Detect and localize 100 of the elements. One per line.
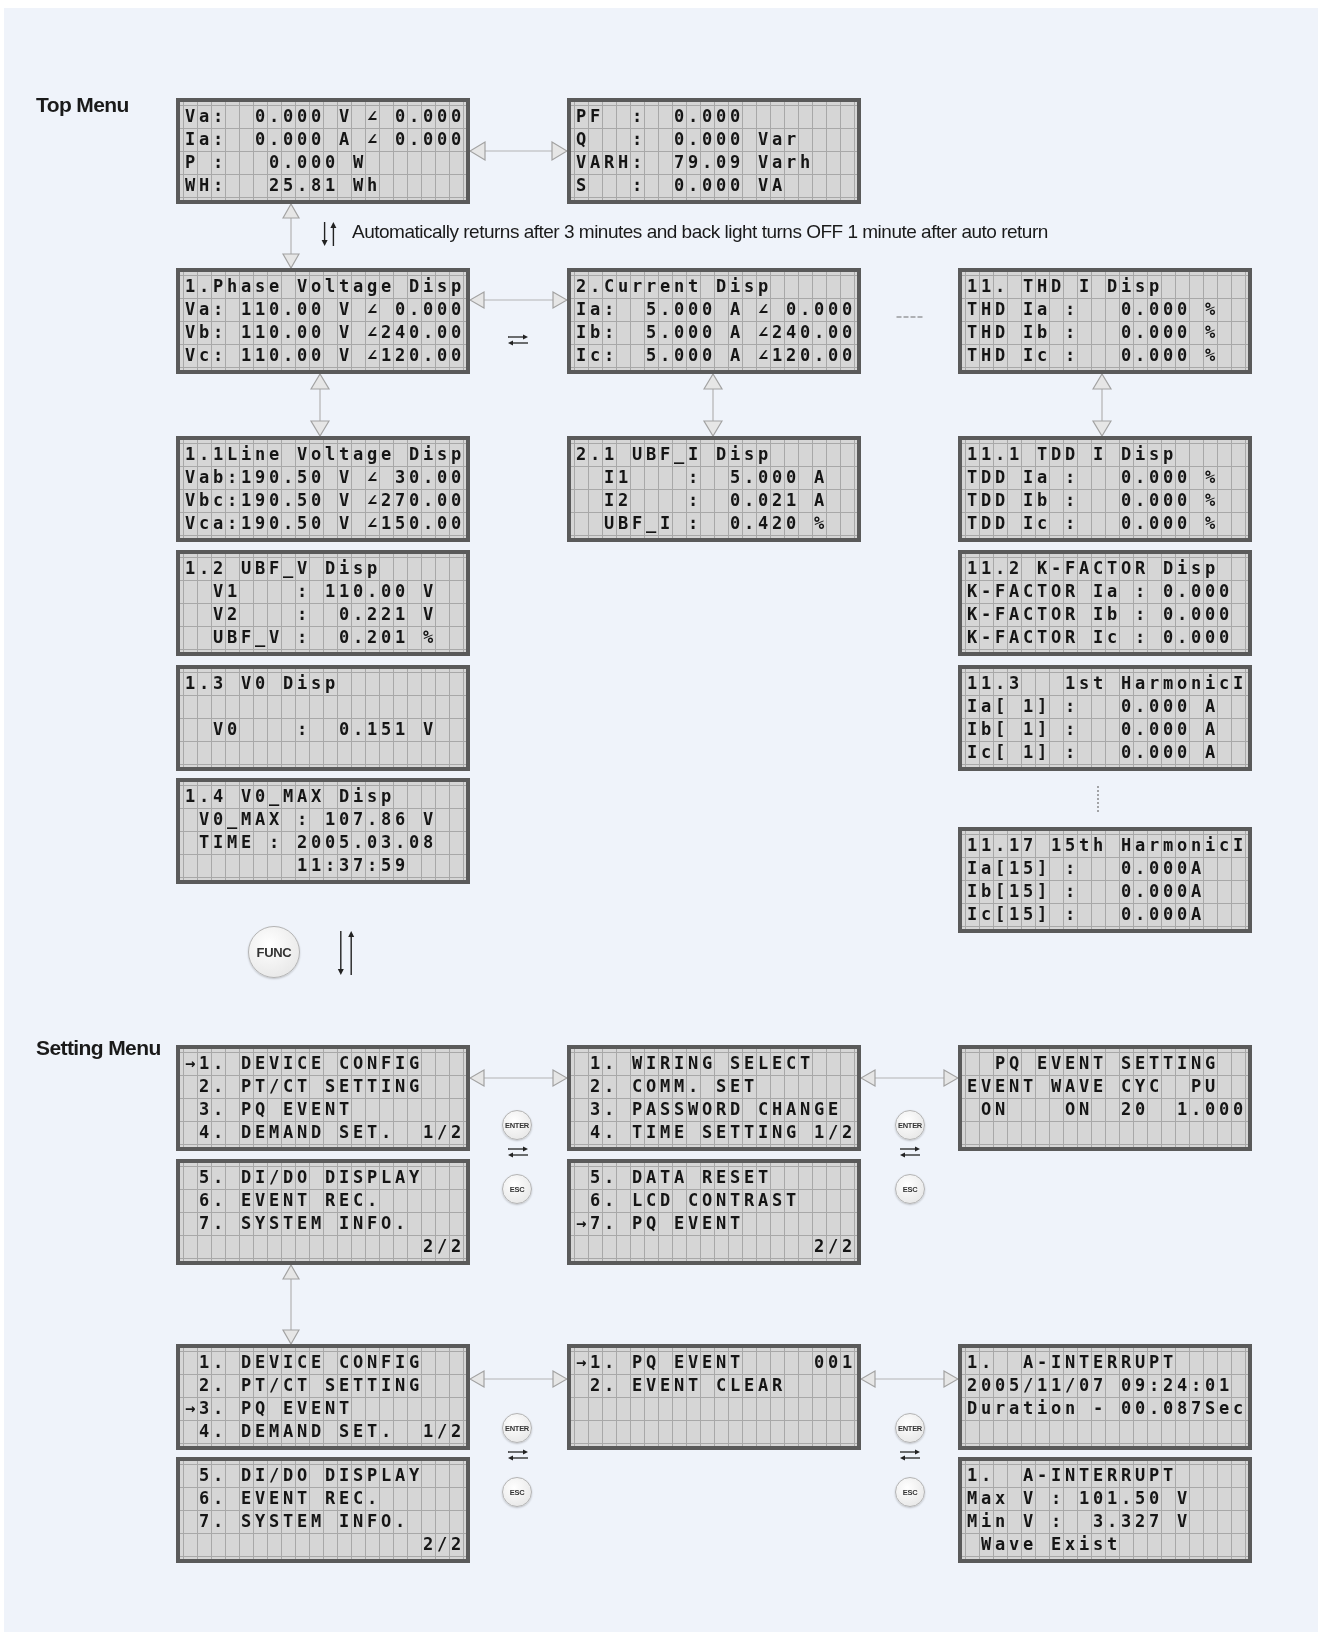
lcd-text-line: VARH: 79.09 Varh <box>576 151 814 174</box>
section-title: Setting Menu <box>36 1036 161 1060</box>
lcd-screen <box>176 1045 470 1151</box>
lcd-screen <box>176 550 470 656</box>
lcd-text-line: Vc: 110.00 V ∠120.00 <box>185 344 466 367</box>
lcd-text-line: 2. COMM. SET <box>589 1075 758 1098</box>
lcd-text-line: ON ON 20 1.000 <box>980 1098 1248 1121</box>
lcd-text-line: EVENT WAVE CYC PU <box>967 1075 1219 1098</box>
lcd-text-line: P : 0.000 W <box>185 151 367 174</box>
navigation-arrow <box>860 1370 959 1388</box>
lcd-text-line: PQ EVENT SETTING <box>994 1052 1219 1075</box>
lcd-text-line: 2. EVENT CLEAR <box>589 1374 786 1397</box>
lcd-text-line: 2.Current Disp <box>576 275 772 298</box>
lcd-text-line: 7. SYSTEM INFO. <box>198 1510 409 1533</box>
lcd-text-line: TDD Ic : 0.000 % <box>967 512 1219 535</box>
lcd-text-line: 11.2 K-FACTOR Disp <box>967 557 1219 580</box>
lcd-screen <box>567 1159 861 1265</box>
note-text: Automatically returns after 3 minutes and back light turns OFF 1 minute after auto return <box>352 221 1048 243</box>
lcd-text-line: 2005/11/07 09:24:01 <box>967 1374 1234 1397</box>
lcd-text-line: THD Ic : 0.000 % <box>967 344 1219 367</box>
lcd-screen <box>958 827 1252 933</box>
lcd-screen <box>958 1045 1252 1151</box>
lcd-text-line: THD Ib : 0.000 % <box>967 321 1219 344</box>
lcd-text-line: PF : 0.000 <box>576 105 744 128</box>
navigation-arrow <box>310 373 330 437</box>
lcd-screen <box>958 1457 1252 1563</box>
lcd-text-line: I2 : 0.021 A <box>603 489 828 512</box>
lcd-text-line: Ia: 0.000 A ∠ 0.000 <box>185 128 466 151</box>
lcd-text-line: Wave Exist <box>980 1533 1121 1556</box>
navigation-arrow <box>469 141 568 161</box>
lcd-screen <box>176 778 470 884</box>
section-title: Top Menu <box>36 93 129 117</box>
lcd-text-line: I1 : 5.000 A <box>603 466 828 489</box>
lcd-text-line: V1 : 110.00 V <box>212 580 437 603</box>
lcd-text-line: 11:37:59 <box>296 854 409 877</box>
lcd-text-line: 1. WIRING SELECT <box>589 1052 814 1075</box>
lcd-screen <box>176 1344 470 1450</box>
lcd-text-line: Q : 0.000 Var <box>576 128 800 151</box>
lcd-screen <box>958 268 1252 374</box>
lcd-text-line: 2. PT/CT SETTING <box>198 1075 423 1098</box>
lcd-screen <box>176 665 470 771</box>
lcd-screen <box>567 1344 861 1450</box>
navigation-arrow <box>469 1069 568 1087</box>
lcd-screen <box>176 98 470 204</box>
lcd-text-line: 1.4 V0_MAX Disp <box>185 785 395 808</box>
lcd-screen <box>176 1457 470 1563</box>
lcd-text-line: Ic: 5.000 A ∠120.00 <box>576 344 857 367</box>
lcd-text-line: 11.3 1st HarmonicI <box>967 672 1248 695</box>
lcd-text-line: Va: 110.00 V ∠ 0.000 <box>185 298 466 321</box>
lcd-text-line: Vca:190.50 V ∠150.00 <box>185 512 466 535</box>
lcd-text-line: UBF_I : 0.420 % <box>603 512 828 535</box>
lcd-text-line: 2. PT/CT SETTING <box>198 1374 423 1397</box>
lcd-text-line: 1.3 V0 Disp <box>185 672 339 695</box>
lcd-text-line: 5. DATA RESET <box>589 1166 772 1189</box>
lcd-text-line: 2.1 UBF_I Disp <box>576 443 772 466</box>
lcd-text-line: 1. A-INTERRUPT <box>967 1464 1177 1487</box>
lcd-text-line: 1.2 UBF_V Disp <box>185 557 381 580</box>
lcd-screen <box>958 665 1252 771</box>
lcd-text-line: Vab:190.50 V ∠ 30.00 <box>185 466 466 489</box>
navigation-arrow <box>860 1069 959 1087</box>
lcd-text-line: 1.1Line Voltage Disp <box>185 443 466 466</box>
lcd-text-line: 1. A-INTERRUPT <box>967 1351 1177 1374</box>
lcd-text-line: 11.1 TDD I Disp <box>967 443 1177 466</box>
lcd-screen <box>567 436 861 542</box>
lcd-text-line: Duration - 00.087Sec <box>967 1397 1248 1420</box>
lcd-text-line: 7. SYSTEM INFO. <box>198 1212 409 1235</box>
lcd-text-line: 1.Phase Voltage Disp <box>185 275 466 298</box>
lcd-screen <box>176 1159 470 1265</box>
navigation-arrow <box>469 1370 568 1388</box>
lcd-screen <box>567 1045 861 1151</box>
lcd-text-line: →1. DEVICE CONFIG <box>185 1052 423 1075</box>
lcd-text-line: 11.17 15th HarmonicI <box>967 834 1248 857</box>
lcd-screen <box>958 1344 1252 1450</box>
lcd-text-line: 2/2 <box>813 1235 857 1258</box>
lcd-text-line: WH: 25.81 Wh <box>185 174 381 197</box>
lcd-text-line: TDD Ia : 0.000 % <box>967 466 1219 489</box>
lcd-text-line: 5. DI/DO DISPLAY <box>198 1166 423 1189</box>
lcd-text-line: 2/2 <box>422 1235 466 1258</box>
lcd-text-line: Ib[15] : 0.000A <box>967 880 1205 903</box>
lcd-text-line: Ic[15] : 0.000A <box>967 903 1205 926</box>
lcd-text-line: 6. EVENT REC. <box>198 1487 381 1510</box>
navigation-arrow <box>1092 373 1112 437</box>
lcd-text-line: UBF_V : 0.201 % <box>212 626 437 649</box>
lcd-text-line: V2 : 0.221 V <box>212 603 437 626</box>
lcd-text-line: 2/2 <box>422 1533 466 1556</box>
lcd-text-line: 3. PQ EVENT <box>198 1098 353 1121</box>
lcd-text-line: →7. PQ EVENT <box>576 1212 744 1235</box>
lcd-text-line: Ib[ 1] : 0.000 A <box>967 718 1219 741</box>
navigation-arrow <box>282 1264 300 1345</box>
lcd-text-line: V0 : 0.151 V <box>212 718 437 741</box>
lcd-text-line: 4. TIME SETTING 1/2 <box>589 1121 857 1144</box>
lcd-text-line: Ic[ 1] : 0.000 A <box>967 741 1219 764</box>
lcd-text-line: S : 0.000 VA <box>576 174 786 197</box>
lcd-text-line: Ib: 5.000 A ∠240.00 <box>576 321 857 344</box>
lcd-text-line: THD Ia : 0.000 % <box>967 298 1219 321</box>
lcd-text-line: →3. PQ EVENT <box>185 1397 353 1420</box>
lcd-text-line: Max V : 101.50 V <box>967 1487 1191 1510</box>
lcd-text-line: Ia[15] : 0.000A <box>967 857 1205 880</box>
lcd-text-line: 3. PASSWORD CHANGE <box>589 1098 843 1121</box>
lcd-text-line: V0_MAX : 107.86 V <box>198 808 437 831</box>
